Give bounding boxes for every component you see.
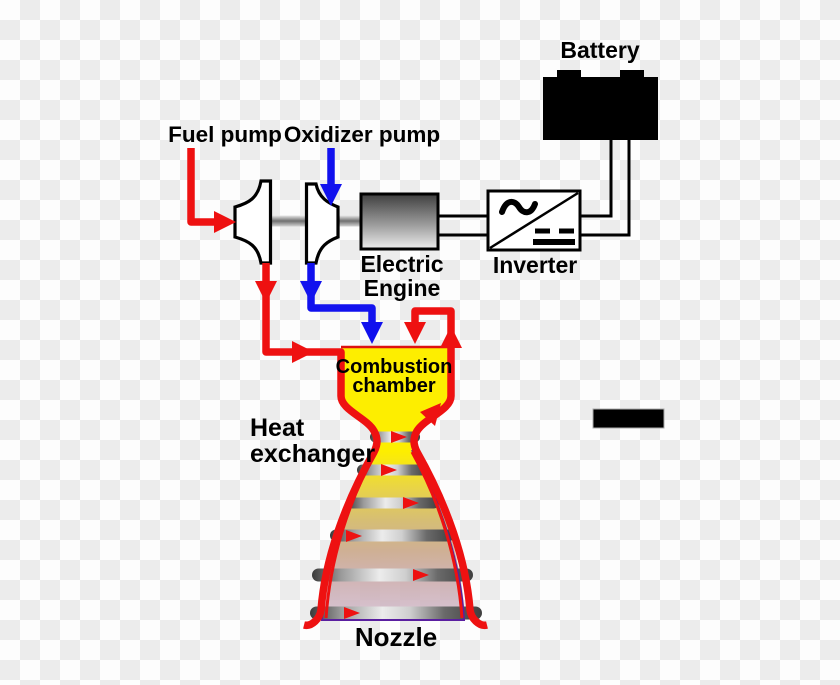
heat-exchanger-label-line2: exchanger [250, 440, 375, 468]
nozzle-label: Nozzle [355, 622, 437, 652]
ac-wave-icon [499, 198, 538, 216]
cooling-line-inner-right [410, 451, 464, 619]
inverter-diagonal [489, 191, 579, 250]
combustion-chamber-label-line2: chamber [352, 375, 436, 397]
black-bar [592, 408, 665, 429]
band-flow-arrow [413, 569, 429, 581]
band-flow-arrow [391, 431, 407, 443]
oxidizer-injection-arrow [361, 322, 383, 344]
heat-exchanger-band [347, 497, 439, 509]
heat-exchanger-band [330, 529, 454, 542]
oxidizer-inlet-arrow [320, 184, 342, 206]
inverter-group: Inverter [438, 189, 582, 278]
fuel-injection-arrow [404, 322, 426, 344]
inverter-label: Inverter [493, 252, 577, 278]
band-flow-arrow [346, 530, 362, 542]
heat-exchanger-band [312, 568, 473, 582]
jacket-up-arrow [440, 326, 462, 348]
electric-engine-label-line2: Engine [364, 275, 441, 301]
electric-engine-label-line1: Electric [360, 251, 443, 277]
oxidizer-pump-label: Oxidizer pump [284, 122, 440, 147]
fuel-supply-line [187, 148, 218, 226]
cooling-jacket-left [262, 263, 381, 629]
band-flow-arrow [403, 497, 419, 509]
band-flow-arrow [381, 464, 397, 476]
fuel-to-jacket-arrow [292, 341, 314, 363]
fuel-inlet-arrow [214, 211, 236, 233]
battery-icon [543, 77, 658, 140]
battery-terminal-left [557, 70, 581, 78]
electric-engine-box [359, 192, 440, 251]
fuel-pump-impeller [233, 179, 273, 265]
jacket-bell-up-arrow [420, 403, 441, 426]
fuel-pump-label: Fuel pump [168, 122, 282, 147]
battery-terminal-right [620, 70, 644, 78]
heat-exchanger-label-line1: Heat [250, 414, 305, 442]
band-flow-arrow [344, 607, 360, 619]
battery-label: Battery [560, 37, 639, 63]
heat-exchanger-band [310, 606, 482, 620]
fuel-down-arrow [255, 281, 277, 303]
turbopump-group: Electric Engine Fuel pump Oxidizer pump [168, 122, 444, 301]
battery-wire-2 [581, 140, 631, 237]
combustion-chamber-label-line1: Combustion [336, 356, 453, 378]
fuel-flow-group [187, 148, 462, 426]
battery-wire-1 [581, 140, 613, 218]
oxidizer-flow-group [300, 148, 383, 344]
battery-group: Battery [543, 37, 658, 237]
oxidizer-down-arrow [300, 281, 322, 303]
